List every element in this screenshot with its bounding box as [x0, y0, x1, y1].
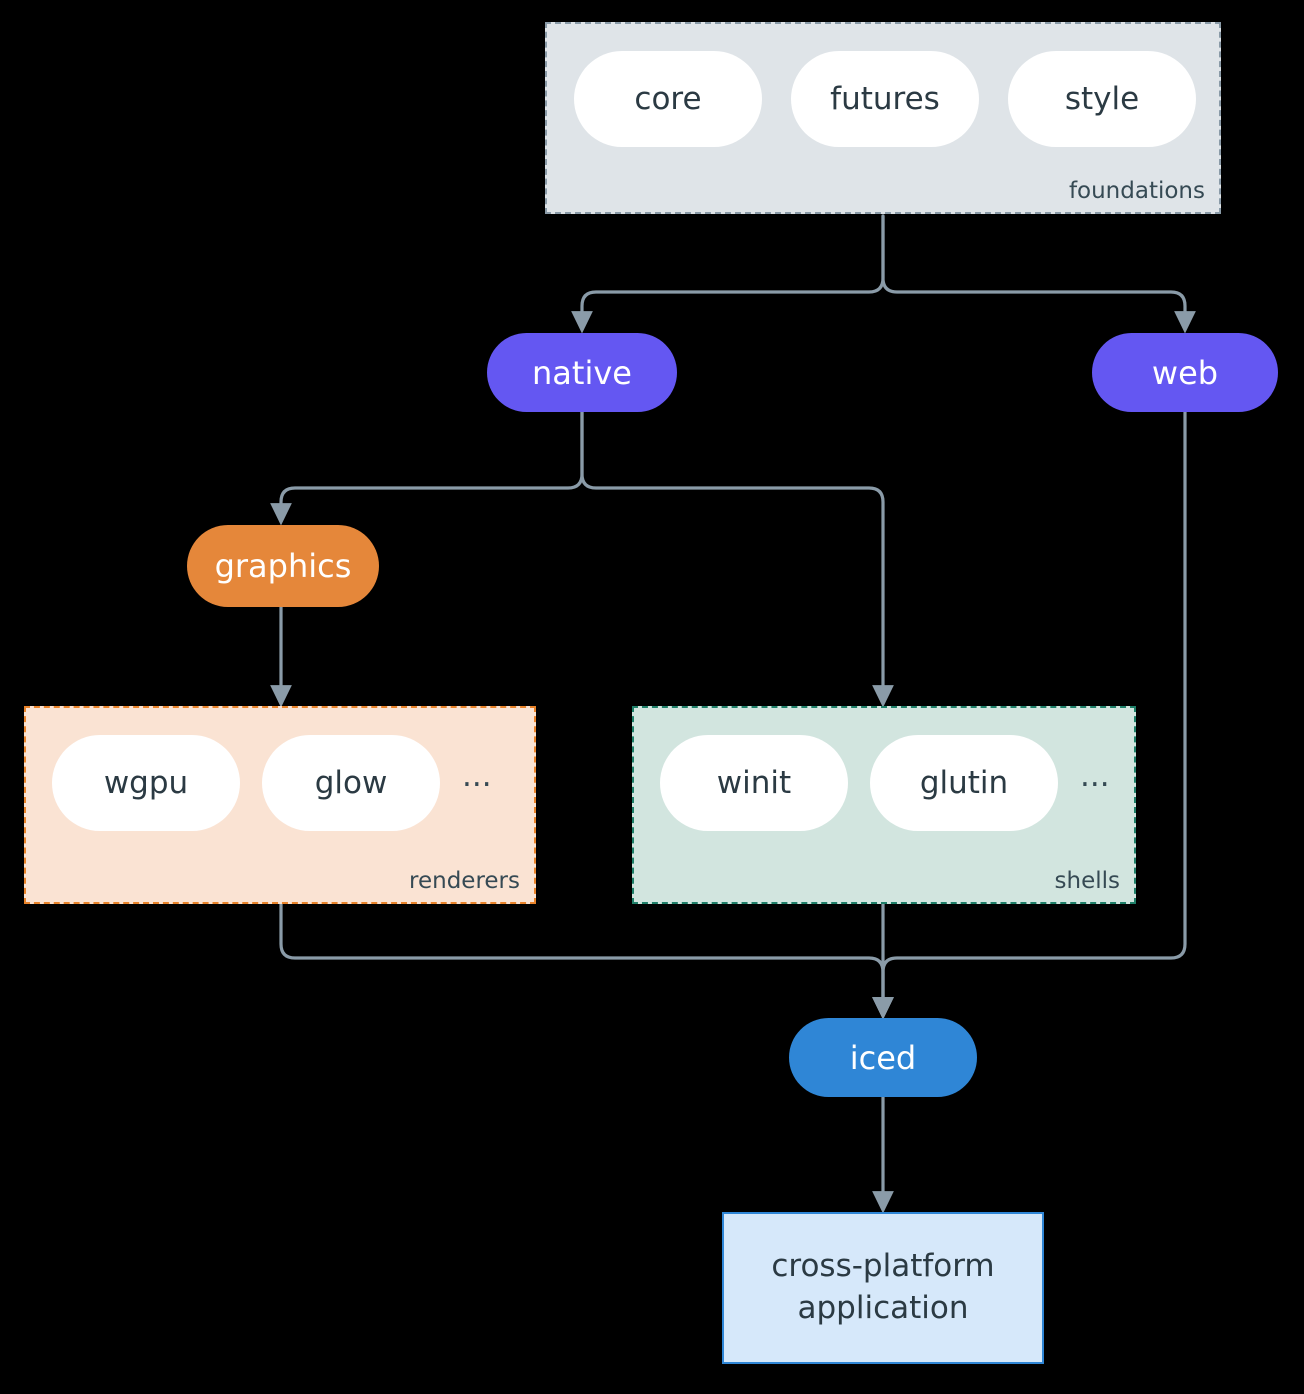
pill-glutin-label: glutin — [919, 765, 1009, 801]
node-cross-platform-application[interactable]: cross-platform application — [722, 1212, 1044, 1364]
node-web[interactable]: web — [1092, 333, 1278, 412]
pill-futures-label: futures — [830, 81, 940, 117]
node-web-label: web — [1151, 353, 1219, 392]
pill-wgpu[interactable]: wgpu — [52, 735, 240, 831]
shells-pill-row: winit glutin ... — [660, 735, 1110, 831]
edge-native-shells — [580, 410, 894, 708]
cluster-foundations-label: foundations — [1068, 178, 1205, 204]
pill-glow-label: glow — [314, 765, 388, 801]
node-application-label-line1: cross-platform — [771, 1248, 995, 1285]
pill-glow[interactable]: glow — [262, 735, 440, 831]
pill-style[interactable]: style — [1008, 51, 1196, 147]
foundations-pill-row: core futures style — [574, 51, 1196, 147]
pill-wgpu-label: wgpu — [103, 765, 189, 801]
pill-style-label: style — [1064, 81, 1140, 117]
node-iced[interactable]: iced — [789, 1018, 977, 1097]
edge-foundations-web — [881, 214, 1196, 334]
pill-core[interactable]: core — [574, 51, 762, 147]
pill-winit[interactable]: winit — [660, 735, 848, 831]
renderers-ellipsis: ... — [462, 757, 492, 794]
pill-winit-label: winit — [716, 765, 792, 801]
cluster-shells: winit glutin ... shells — [632, 706, 1136, 904]
node-iced-label: iced — [849, 1038, 917, 1077]
pill-glutin[interactable]: glutin — [870, 735, 1058, 831]
edge-renderers-iced — [279, 902, 894, 1020]
node-native[interactable]: native — [487, 333, 677, 412]
shells-ellipsis: ... — [1080, 757, 1110, 794]
cluster-foundations: core futures style foundations — [545, 22, 1221, 214]
cluster-shells-label: shells — [1054, 868, 1120, 894]
node-native-label: native — [532, 353, 632, 392]
node-application-label-line2: application — [797, 1290, 969, 1326]
edge-foundations-native — [571, 214, 885, 334]
edge-native-graphics — [270, 410, 584, 526]
node-graphics[interactable]: graphics — [187, 525, 379, 607]
renderers-pill-row: wgpu glow ... — [52, 735, 492, 831]
pill-futures[interactable]: futures — [791, 51, 979, 147]
node-graphics-label: graphics — [214, 547, 352, 585]
cluster-renderers-label: renderers — [409, 868, 520, 894]
cluster-renderers: wgpu glow ... renderers — [24, 706, 536, 904]
pill-core-label: core — [634, 81, 702, 117]
